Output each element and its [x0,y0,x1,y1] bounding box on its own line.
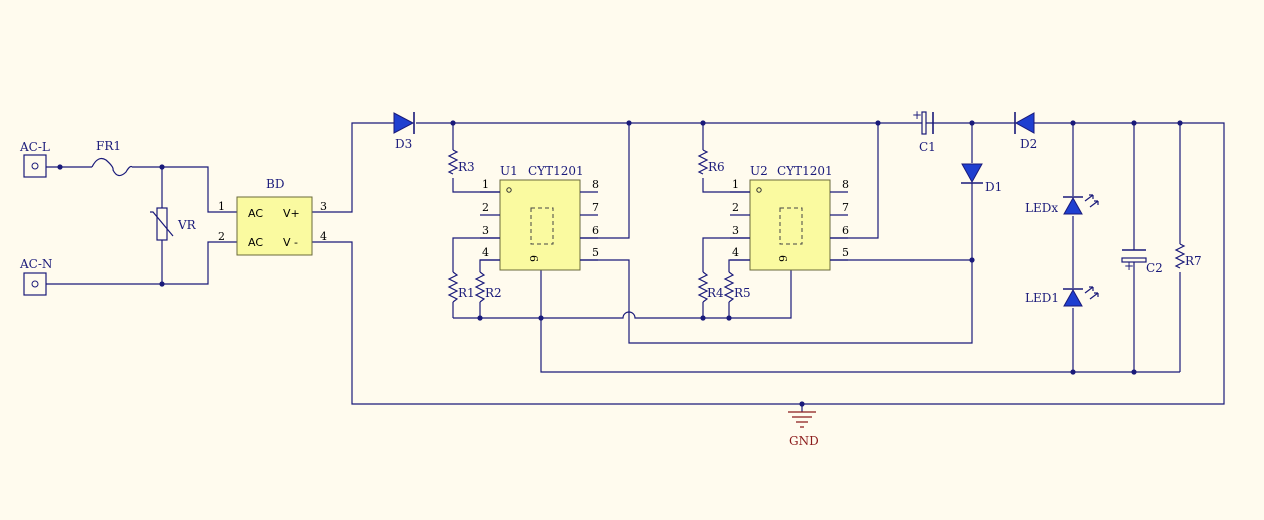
varistor-label: VR [177,218,197,232]
bridge-vplus-label: V+ [283,207,300,220]
ic-u1-ref: U1 [500,164,518,178]
bridge-label: BD [266,177,284,191]
ic-u1-pin-5: 5 [592,246,599,259]
diode-d3-label: D3 [395,137,412,151]
ic-u2-pin-7: 7 [842,201,849,214]
ic-u1-part: CYT1201 [528,164,584,178]
terminal-ac-l: AC-L [19,140,50,178]
ground-symbol: GND [788,411,819,448]
capacitor-c1: + C1 [912,108,936,154]
capacitor-c2: + C2 [1121,249,1163,275]
ic-u2-pin-6: 6 [842,224,849,237]
ic-u2-pin-5: 5 [842,246,849,259]
resistor-r3: R3 [447,149,475,175]
resistor-r7-label: R7 [1185,254,1202,268]
diode-d1: D1 [961,163,1002,194]
fuse-label: FR1 [96,139,121,153]
ic-u2-pin-4: 4 [732,246,739,259]
resistor-r4: R4 [697,271,724,303]
resistor-r1-label: R1 [458,286,475,300]
capacitor-c1-label: C1 [919,140,936,154]
led-led1-label: LED1 [1025,291,1059,305]
capacitor-c2-plus: + [1124,259,1134,273]
resistor-r5-label: R5 [734,286,751,300]
resistor-r3-label: R3 [458,160,475,174]
ic-u2-pin-2: 2 [732,201,739,214]
ic-u2-pin-3: 3 [732,224,739,237]
fuse-fr1: FR1 [91,139,133,177]
junctions [57,120,1183,407]
ic-u1-pin-7: 7 [592,201,599,214]
ic-u2-ref: U2 [750,164,768,178]
led-led1: LED1 [1025,286,1099,307]
diode-d3: D3 [393,112,415,151]
bridge-pin-4: 4 [320,230,327,243]
varistor-vr: VR [150,207,197,241]
led-ledx: LEDx [1025,194,1099,215]
diode-d2-label: D2 [1020,137,1037,151]
resistor-r5: R5 [723,271,751,303]
ic-u1: U1 CYT1201 1 2 3 4 5 6 7 8 9 [480,164,599,271]
wires [46,122,1225,412]
terminal-ac-n: AC-N [19,257,52,296]
diode-d2: D2 [1012,112,1037,151]
ic-u1-pin-2: 2 [482,201,489,214]
ic-u1-pin-4: 4 [482,246,489,259]
capacitor-c2-label: C2 [1146,261,1163,275]
resistor-r2: R2 [474,271,502,303]
bridge-pin-2: 2 [218,230,225,243]
capacitor-c1-plus: + [912,108,922,122]
ic-u2-part: CYT1201 [777,164,833,178]
terminal-ac-n-label: AC-N [19,257,52,271]
ground-label: GND [789,434,819,448]
bridge-vminus-label: V - [283,236,298,249]
ic-u2: U2 CYT1201 1 2 3 4 5 6 7 8 9 [730,164,849,271]
bridge-pin-1: 1 [218,200,225,213]
resistor-r6: R6 [697,149,725,175]
bridge-ac2-label: AC [248,236,263,249]
ic-u2-pin-8: 8 [842,178,849,191]
bridge-pin-3: 3 [320,200,327,213]
ic-u1-pin-3: 3 [482,224,489,237]
bridge-rectifier-bd: BD AC AC V+ V - 1 2 3 4 [218,177,327,256]
bridge-ac1-label: AC [248,207,263,220]
resistor-r2-label: R2 [485,286,502,300]
resistor-r4-label: R4 [707,286,724,300]
ic-u1-pin-1: 1 [482,178,489,191]
resistor-r1: R1 [447,271,475,303]
resistor-r6-label: R6 [708,160,725,174]
ic-u1-pin-9: 9 [528,255,541,262]
ic-u2-pin-1: 1 [732,178,739,191]
diode-d1-label: D1 [985,180,1002,194]
ic-u1-pin-8: 8 [592,178,599,191]
resistor-r7: R7 [1174,243,1202,269]
terminal-ac-l-label: AC-L [19,140,50,154]
ic-u1-pin-6: 6 [592,224,599,237]
ic-u2-pin-9: 9 [777,255,790,262]
led-ledx-label: LEDx [1025,201,1058,215]
